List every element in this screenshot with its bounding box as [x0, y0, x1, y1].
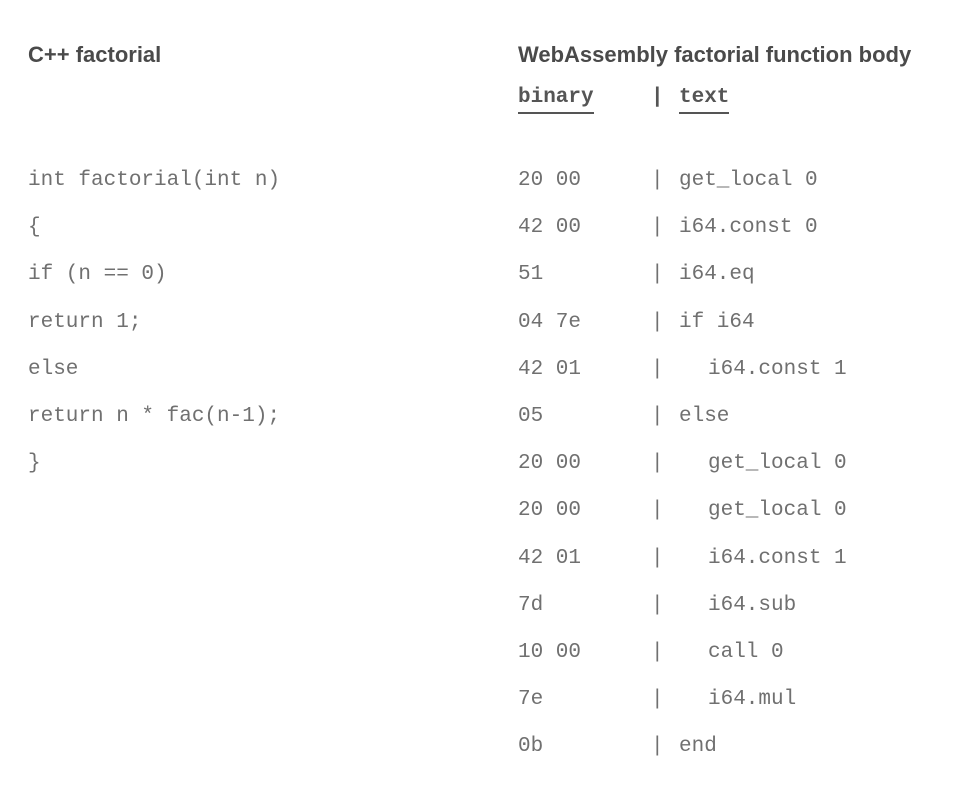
wasm-row: 05 | else: [518, 406, 958, 453]
wasm-instruction: i64.sub: [708, 593, 797, 617]
wasm-instruction: i64.eq: [679, 263, 755, 287]
wasm-hex-bytes: 20 00: [518, 499, 582, 523]
wasm-row: 04 7e | if i64: [518, 312, 958, 359]
wasm-separator: |: [651, 169, 664, 192]
wasm-row: 20 00 | get_local 0: [518, 500, 958, 547]
wasm-separator: |: [651, 640, 664, 664]
cpp-code-line: {: [28, 216, 41, 240]
wasm-instruction: call 0: [708, 640, 784, 664]
wasm-row: 20 00 | get_local 0: [518, 453, 958, 500]
text-column-label: text: [679, 86, 730, 114]
binary-column-label: binary: [518, 86, 594, 114]
wasm-instruction: i64.const 0: [679, 216, 818, 240]
cpp-code-block: int factorial(int n) { if (n == 0) return 1…: [28, 170, 280, 500]
wasm-instruction: i64.mul: [708, 688, 797, 712]
wasm-separator: |: [651, 735, 664, 759]
wasm-heading: WebAssembly factorial function body: [518, 42, 912, 67]
cpp-heading: C++ factorial: [28, 42, 162, 67]
wasm-hex-bytes: 7d: [518, 593, 544, 617]
wasm-row: 10 00 | call 0: [518, 642, 958, 689]
wasm-row: 42 01 | i64.const 1: [518, 548, 958, 595]
text-label: text: [679, 86, 730, 114]
wasm-separator: |: [651, 593, 664, 617]
wasm-instruction: get_local 0: [708, 499, 847, 523]
cpp-code-line: else: [28, 357, 79, 381]
wasm-instruction: i64.const 1: [708, 357, 847, 381]
wasm-row: 7d | i64.sub: [518, 595, 958, 642]
cpp-code-line: return 1;: [28, 310, 142, 334]
wasm-hex-bytes: 7e: [518, 688, 544, 712]
wasm-code-block: 20 00 | get_local 0 42 00 | i64.const 0 51 | i64…: [518, 170, 958, 783]
wasm-hex-bytes: 42 00: [518, 216, 582, 240]
wasm-hex-bytes: 05: [518, 404, 544, 428]
wasm-hex-bytes: 20 00: [518, 169, 582, 192]
cpp-code-line: int factorial(int n): [28, 169, 281, 192]
wasm-row: 7e | i64.mul: [518, 689, 958, 736]
wasm-instruction: else: [679, 404, 730, 428]
wasm-instruction: end: [679, 735, 717, 759]
wasm-row: 0b | end: [518, 736, 958, 783]
wasm-separator: |: [651, 310, 664, 334]
wasm-hex-bytes: 20 00: [518, 452, 582, 476]
wasm-separator: |: [651, 216, 664, 240]
cpp-code-line: return n * fac(n-1);: [28, 404, 281, 428]
wasm-separator: |: [651, 452, 664, 476]
cpp-code-line: }: [28, 452, 41, 476]
wasm-separator: |: [651, 499, 664, 523]
column-separator: |: [651, 86, 664, 109]
wasm-instruction: get_local 0: [708, 452, 847, 476]
wasm-separator: |: [651, 404, 664, 428]
binary-label: binary: [518, 86, 594, 114]
cpp-code-line: if (n == 0): [28, 263, 167, 287]
wasm-row: 42 01 | i64.const 1: [518, 359, 958, 406]
wasm-hex-bytes: 42 01: [518, 546, 582, 570]
wasm-row: 51 | i64.eq: [518, 264, 958, 311]
wasm-separator: |: [651, 688, 664, 712]
wasm-instruction: if i64: [679, 310, 755, 334]
wasm-hex-bytes: 42 01: [518, 357, 582, 381]
wasm-separator: |: [651, 263, 664, 287]
wasm-hex-bytes: 10 00: [518, 640, 582, 664]
wasm-row: 20 00 | get_local 0: [518, 170, 958, 217]
wasm-hex-bytes: 51: [518, 263, 544, 287]
wasm-separator: |: [651, 357, 664, 381]
wasm-instruction: i64.const 1: [708, 546, 847, 570]
wasm-row: 42 00 | i64.const 0: [518, 217, 958, 264]
wasm-separator: |: [651, 546, 664, 570]
wasm-hex-bytes: 0b: [518, 735, 544, 759]
wasm-hex-bytes: 04 7e: [518, 310, 582, 334]
wasm-instruction: get_local 0: [679, 169, 818, 192]
